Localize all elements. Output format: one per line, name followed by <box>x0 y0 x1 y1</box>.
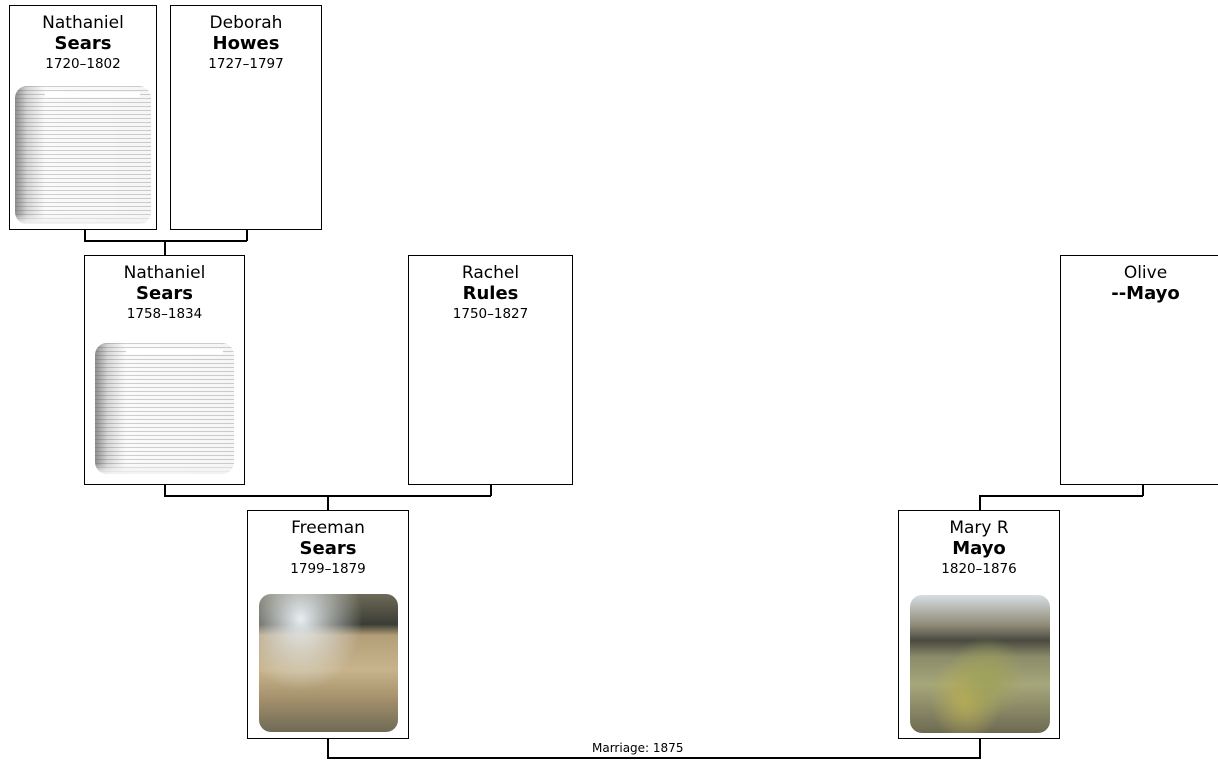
person-card-mary-r-mayo[interactable]: Mary R Mayo 1820–1876 <box>898 510 1060 739</box>
document-photo[interactable] <box>15 86 151 224</box>
first-name: Rachel <box>461 263 520 283</box>
connector-line <box>164 485 166 496</box>
connector-line <box>164 240 166 256</box>
last-name: Howes <box>212 33 280 54</box>
life-dates: 1820–1876 <box>941 561 1017 577</box>
connector-line <box>490 485 492 496</box>
last-name: Sears <box>299 538 357 559</box>
last-name: --Mayo <box>1111 283 1180 304</box>
person-card-rachel-rules[interactable]: Rachel Rules 1750–1827 <box>408 255 573 485</box>
person-card-deborah-howes[interactable]: Deborah Howes 1727–1797 <box>170 5 322 230</box>
connector-line <box>979 495 981 510</box>
connector-line <box>1142 485 1144 496</box>
first-name: Freeman <box>291 518 365 538</box>
person-card-olive-mayo[interactable]: Olive --Mayo <box>1060 255 1218 485</box>
life-dates: 1720–1802 <box>45 56 121 72</box>
last-name: Mayo <box>952 538 1006 559</box>
connector-line <box>979 495 1143 497</box>
person-card-nathaniel-sears-1720[interactable]: Nathaniel Sears 1720–1802 <box>9 5 157 230</box>
marriage-line <box>979 739 981 758</box>
last-name: Sears <box>54 33 112 54</box>
first-name: Nathaniel <box>42 13 124 33</box>
connector-line <box>327 495 329 510</box>
connector-line <box>84 240 247 242</box>
first-name: Mary R <box>949 518 1009 538</box>
first-name: Nathaniel <box>123 263 206 283</box>
gravestone-photo[interactable] <box>259 594 398 732</box>
first-name: Olive <box>1123 263 1168 283</box>
gravestone-photo[interactable] <box>910 595 1050 733</box>
first-name: Deborah <box>209 13 283 33</box>
connector-line <box>246 230 248 241</box>
marriage-line <box>327 739 329 758</box>
life-dates: 1750–1827 <box>452 306 529 322</box>
last-name: Rules <box>462 283 519 304</box>
marriage-label: Marriage: 1875 <box>590 741 686 755</box>
person-card-nathaniel-sears-1758[interactable]: Nathaniel Sears 1758–1834 <box>84 255 245 485</box>
document-photo[interactable] <box>95 343 234 474</box>
connector-line <box>84 230 86 241</box>
life-dates: 1799–1879 <box>290 561 366 577</box>
life-dates: 1758–1834 <box>126 306 203 322</box>
last-name: Sears <box>136 283 193 304</box>
marriage-line <box>327 757 981 759</box>
life-dates: 1727–1797 <box>208 56 284 72</box>
person-card-freeman-sears[interactable]: Freeman Sears 1799–1879 <box>247 510 409 739</box>
